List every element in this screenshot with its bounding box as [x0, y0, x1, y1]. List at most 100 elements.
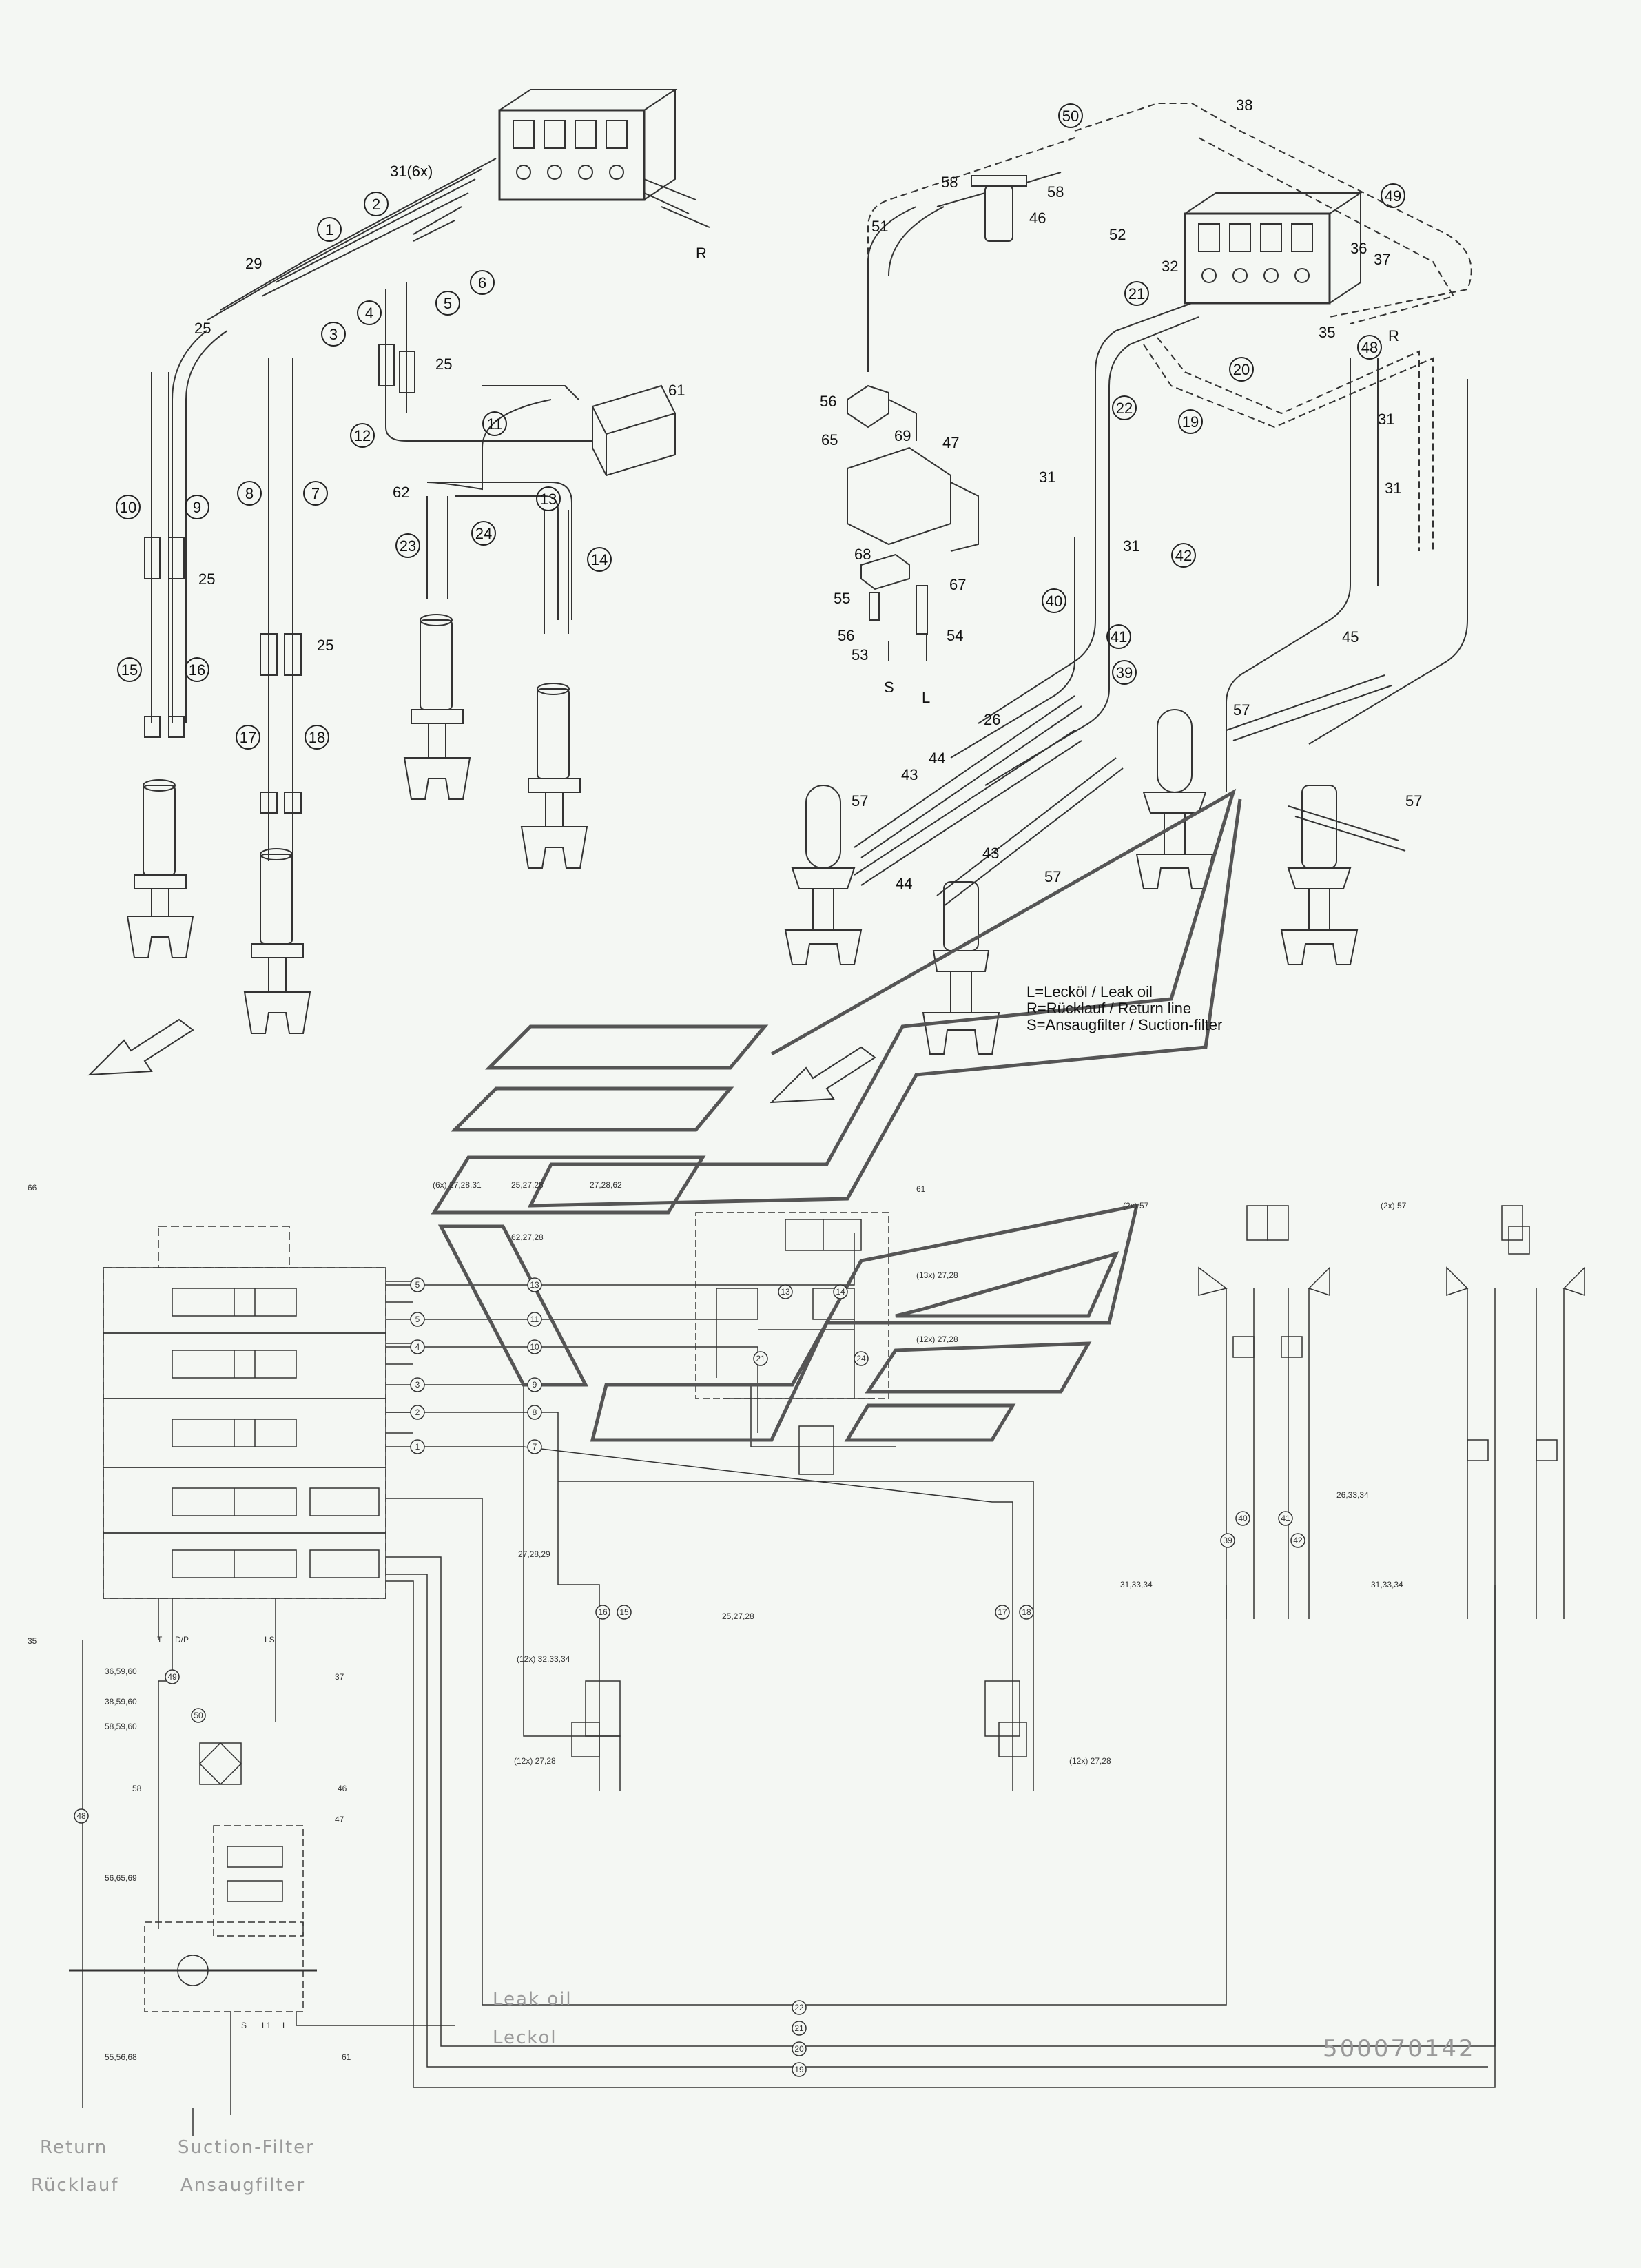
part-circle-p23 [395, 533, 420, 558]
schematic-circle-label-23: 42 [1293, 1536, 1303, 1545]
schematic-circle-19 [1019, 1605, 1034, 1620]
hydraulic-cylinder-6 [922, 881, 1000, 1055]
schematic-circle-label-4: 2 [415, 1408, 420, 1417]
schematic-circle-label-17: 15 [619, 1607, 629, 1617]
part-label-p16: 16 [189, 661, 205, 679]
part-circle-p21 [1124, 281, 1149, 306]
part-label-t52: 52 [1109, 226, 1126, 243]
part-label-t65: 65 [821, 431, 838, 449]
part-label-p6: 6 [478, 274, 486, 291]
port-r-right: R [1388, 327, 1399, 344]
part-label-t58a: 58 [941, 174, 958, 191]
part-label-t35: 35 [1319, 324, 1335, 341]
schematic-label-s12xc: (12x) 27,28 [916, 1334, 958, 1344]
schematic-circle-label-19: 18 [1022, 1607, 1031, 1617]
schematic-circle-label-5: 1 [415, 1442, 420, 1452]
schematic-label-s37: 37 [335, 1672, 344, 1682]
part-label-t69: 69 [894, 427, 911, 444]
part-label-p12: 12 [354, 427, 371, 444]
part-label-t44b: 44 [896, 875, 912, 892]
part-label-p9: 9 [193, 499, 201, 516]
schematic-circle-26 [792, 2041, 807, 2056]
part-label-p7: 7 [311, 485, 320, 502]
part-label-p48: 48 [1361, 339, 1378, 356]
schematic-label-s36: 36,59,60 [105, 1667, 137, 1676]
schematic-circle-label-11: 7 [533, 1442, 537, 1452]
schematic-circle-8 [527, 1339, 542, 1354]
direction-arrow-middle [770, 1046, 876, 1104]
part-circle-p5 [435, 291, 460, 316]
part-circle-p17 [236, 725, 260, 750]
schematic-label-s12xa: (12x) 27,28 [514, 1756, 556, 1766]
part-label-t31b: 31 [1385, 480, 1401, 497]
part-label-p23: 23 [400, 537, 416, 555]
port-r-left: R [696, 245, 707, 262]
schematic-circle-label-1: 5 [415, 1315, 420, 1324]
schematic-circle-label-7: 11 [530, 1315, 539, 1324]
part-label-t31d: 31 [1123, 537, 1139, 555]
schematic-label-s56: 56,65,69 [105, 1873, 137, 1883]
part-label-p11: 11 [487, 415, 503, 433]
schematic-label-s6227: 62,27,28 [511, 1233, 544, 1242]
schematic-circle-14 [753, 1351, 768, 1366]
legend-suction-filter: S=Ansaugfilter / Suction-filter [1026, 1016, 1222, 1033]
part-label-t56b: 56 [838, 627, 854, 644]
schematic-circle-label-18: 17 [998, 1607, 1007, 1617]
part-circle-p3 [321, 322, 346, 347]
schematic-circle-21 [1278, 1511, 1293, 1526]
schematic-label-s66: 66 [28, 1183, 37, 1193]
schematic-circle-15 [854, 1351, 869, 1366]
schematic-circle-30 [191, 1708, 206, 1723]
direction-arrow-left [87, 1018, 194, 1076]
schematic-circle-label-10: 8 [533, 1408, 537, 1417]
schematic-circle-1 [410, 1312, 425, 1327]
schematic-circle-13 [833, 1284, 848, 1299]
schematic-circle-label-6: 13 [530, 1280, 539, 1290]
part-label-p2: 2 [372, 196, 380, 213]
hydraulic-cylinder-1 [126, 779, 194, 958]
schematic-label-pT: T [157, 1635, 163, 1645]
part-label-p42: 42 [1175, 547, 1192, 564]
schematic-circle-label-27: 19 [794, 2065, 804, 2074]
part-label-p8: 8 [245, 485, 254, 502]
part-label-t25b: 25 [435, 355, 452, 373]
part-label-t57a: 57 [1233, 701, 1250, 719]
port-s: S [884, 679, 894, 696]
schematic-label-s313b: 31,33,34 [1371, 1580, 1403, 1589]
schematic-circle-16 [595, 1605, 610, 1620]
part-label-t68: 68 [854, 546, 871, 563]
part-label-p10: 10 [120, 499, 136, 516]
part-label-p5: 5 [444, 295, 452, 312]
part-circle-p41 [1106, 624, 1131, 649]
part-circle-p22 [1112, 395, 1137, 420]
part-circle-p1 [317, 217, 342, 242]
schematic-label-s38: 38,59,60 [105, 1697, 137, 1707]
part-label-t45: 45 [1342, 628, 1359, 646]
part-circle-p7 [303, 481, 328, 506]
schematic-circle-22 [1220, 1533, 1235, 1548]
part-label-p40: 40 [1046, 592, 1062, 610]
part-label-p13: 13 [540, 491, 557, 508]
schematic-label-s47: 47 [335, 1815, 344, 1824]
leak-oil-en: Leak oil [493, 1989, 572, 2010]
part-label-t56a: 56 [820, 393, 836, 410]
part-label-t62: 62 [393, 484, 409, 501]
hydraulic-cylinder-2 [243, 848, 311, 1034]
schematic-circle-label-26: 20 [794, 2044, 804, 2054]
leak-oil-de: Leckol [493, 2028, 557, 2048]
suction-filter-de: Ansaugfilter [180, 2175, 305, 2196]
part-label-p4: 4 [365, 305, 373, 322]
part-circle-p14 [587, 547, 612, 572]
schematic-circle-label-22: 39 [1223, 1536, 1232, 1545]
part-label-t31x6: 31(6x) [390, 163, 433, 180]
part-label-t57c: 57 [1044, 868, 1061, 885]
part-label-p3: 3 [329, 326, 338, 343]
part-label-p14: 14 [591, 551, 608, 568]
part-label-p24: 24 [475, 525, 492, 542]
part-circle-p4 [357, 300, 382, 325]
hydraulic-cylinder-4 [520, 683, 588, 869]
part-label-t32: 32 [1162, 258, 1178, 275]
part-label-t58b: 58 [1047, 183, 1064, 200]
schematic-label-pS: S [241, 2021, 247, 2030]
schematic-circle-label-30: 50 [194, 1711, 203, 1720]
